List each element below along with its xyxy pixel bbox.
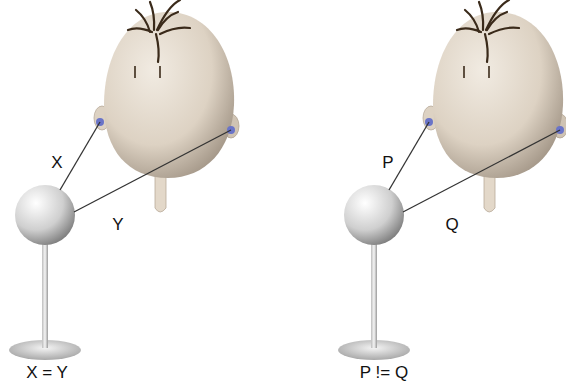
- line-label: X: [49, 153, 64, 172]
- line-label: Y: [110, 215, 125, 234]
- line-label: Q: [443, 215, 460, 234]
- left-figure: [9, 0, 239, 360]
- equation-caption: X = Y: [24, 363, 70, 382]
- right-figure: [338, 0, 566, 360]
- line-label: P: [380, 153, 395, 172]
- equation-caption: P != Q: [358, 363, 410, 382]
